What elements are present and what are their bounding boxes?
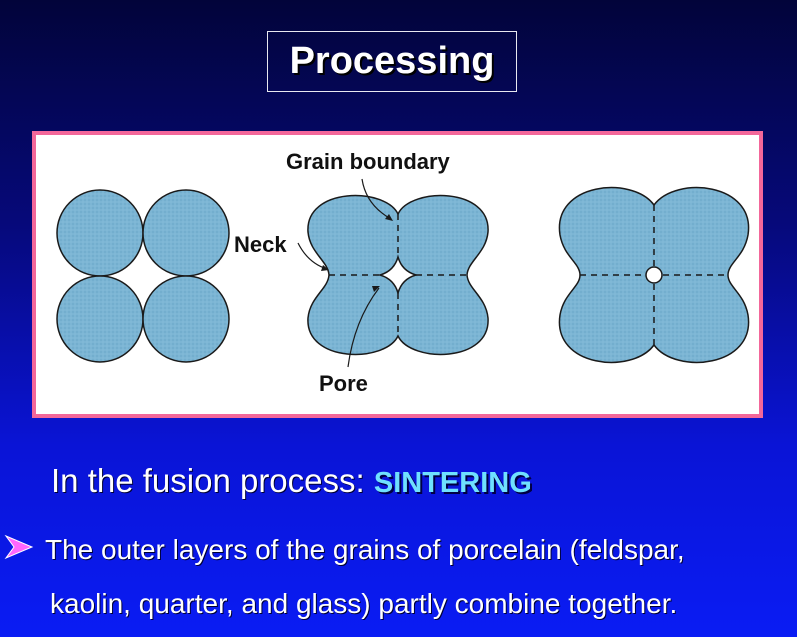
particle: [56, 189, 144, 277]
neck-label: Neck: [234, 232, 287, 257]
sintering-diagram: [56, 178, 750, 368]
residual-pore: [645, 266, 663, 284]
subtitle: In the fusion process: SINTERING: [51, 462, 532, 500]
title-box: Processing: [267, 31, 517, 92]
stage-2-necked-particles: [297, 178, 489, 368]
bullet-text-line-2: kaolin, quarter, and glass) partly combi…: [50, 588, 678, 619]
particle: [142, 189, 230, 277]
arrowheads: [321, 214, 393, 292]
pore-label: Pore: [319, 371, 368, 396]
bullet-arrow-icon: [4, 534, 34, 560]
sintering-diagram-panel: Grain boundary Neck Pore: [32, 131, 763, 418]
particle: [56, 275, 144, 363]
sintering-highlight: SINTERING: [373, 467, 532, 499]
stage-3-sintered: [558, 186, 750, 364]
stage-1-particles: [56, 189, 230, 363]
intro-text: In the fusion process:: [51, 462, 374, 499]
grain-boundaries: [329, 214, 467, 336]
slide-title: Processing: [289, 40, 495, 82]
grain-boundary-label: Grain boundary: [286, 149, 450, 174]
bullet-text-line-1: The outer layers of the grains of porcel…: [45, 534, 685, 565]
particle: [142, 275, 230, 363]
